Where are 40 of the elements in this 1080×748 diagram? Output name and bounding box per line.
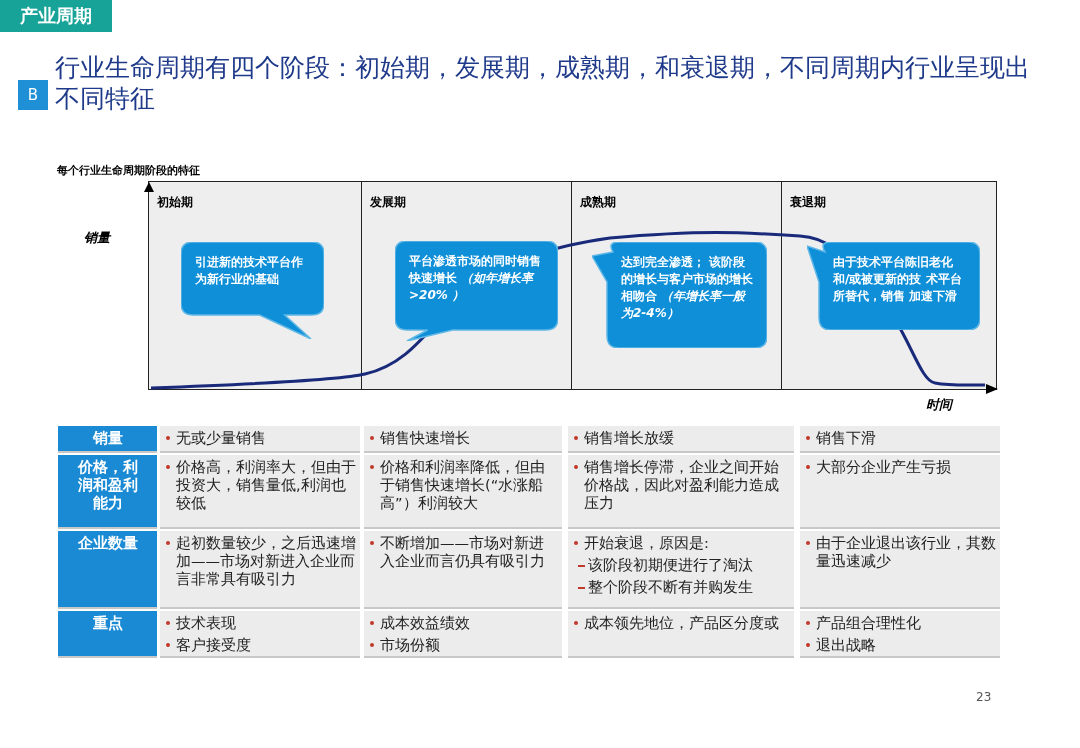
phase-heading: 初始期 — [157, 194, 193, 211]
cell-text: 市场份额 — [380, 637, 440, 653]
row-header: 企业数量 — [58, 531, 157, 609]
cell-text: 整个阶段不断有并购发生 — [588, 579, 753, 595]
cell-text: 该阶段初期便进行了淘汰 — [588, 557, 753, 573]
cell-text: 价格和利润率降低，但由于销售快速增长(“水涨船高”）利润较大 — [380, 459, 545, 511]
cell-text: 成本效益绩效 — [380, 615, 470, 631]
cell-text: 退出战略 — [816, 637, 876, 653]
cell-text: 起初数量较少，之后迅速增加——市场对新进入企业而言非常具有吸引力 — [176, 535, 356, 587]
cell-text: 价格高，利润率大，但由于投资大，销售量低,利润也较低 — [176, 459, 356, 511]
row-header: 价格，利润和盈利能力 — [58, 455, 157, 529]
phase-heading: 成熟期 — [580, 194, 616, 211]
cell-text: 由于企业退出该行业，其数量迅速减少 — [816, 535, 996, 569]
cell-text: 技术表现 — [176, 615, 236, 631]
cell-text: 销售增长停滞，企业之间开始价格战，因此对盈利能力造成压力 — [584, 459, 779, 511]
cell-text: 销售增长放缓 — [584, 430, 674, 446]
bubble-text: 由于技术平台陈旧老化和/或被更新的技 术平台所替代，销售 加速下滑 — [833, 254, 963, 305]
row-header: 重点 — [58, 611, 157, 658]
page-number: 23 — [976, 690, 992, 704]
cell-text: 产品组合理性化 — [816, 615, 921, 631]
cell-text: 销售下滑 — [816, 430, 876, 446]
section-marker: B — [18, 80, 48, 110]
cell-text: 大部分企业产生亏损 — [816, 459, 951, 475]
chart-heading: 每个行业生命周期阶段的特征 — [57, 163, 200, 178]
cell-text: 不断增加——市场对新进入企业而言仍具有吸引力 — [380, 535, 545, 569]
axis-label: 销量 — [84, 229, 110, 247]
bubble-text: 达到完全渗透； 该阶段的增长与客户市场的增长相吻合 （年增长率一般为2-4%） — [621, 254, 754, 322]
slide-title: 行业生命周期有四个阶段：初始期，发展期，成熟期，和衰退期，不同周期内行业呈现出不同特征 — [55, 52, 1031, 114]
bubble-text: 引进新的技术平台作为新行业的基础 — [195, 254, 304, 288]
cell-text: 销售快速增长 — [380, 430, 470, 446]
cell-text: 成本领先地位，产品区分度或 — [584, 615, 779, 631]
phase-heading: 发展期 — [370, 194, 406, 211]
bubble-text: 平台渗透市场的同时销售快速增长 （如年增长率>20% ） — [409, 253, 542, 304]
axis-label: 时间 — [926, 396, 952, 414]
cell-text: 开始衰退，原因是: — [584, 535, 709, 551]
row-header: 销量 — [58, 426, 157, 453]
phase-heading: 衰退期 — [790, 194, 826, 211]
section-tag: 产业周期 — [0, 0, 112, 32]
cell-text: 无或少量销售 — [176, 430, 266, 446]
cell-text: 客户接受度 — [176, 637, 251, 653]
